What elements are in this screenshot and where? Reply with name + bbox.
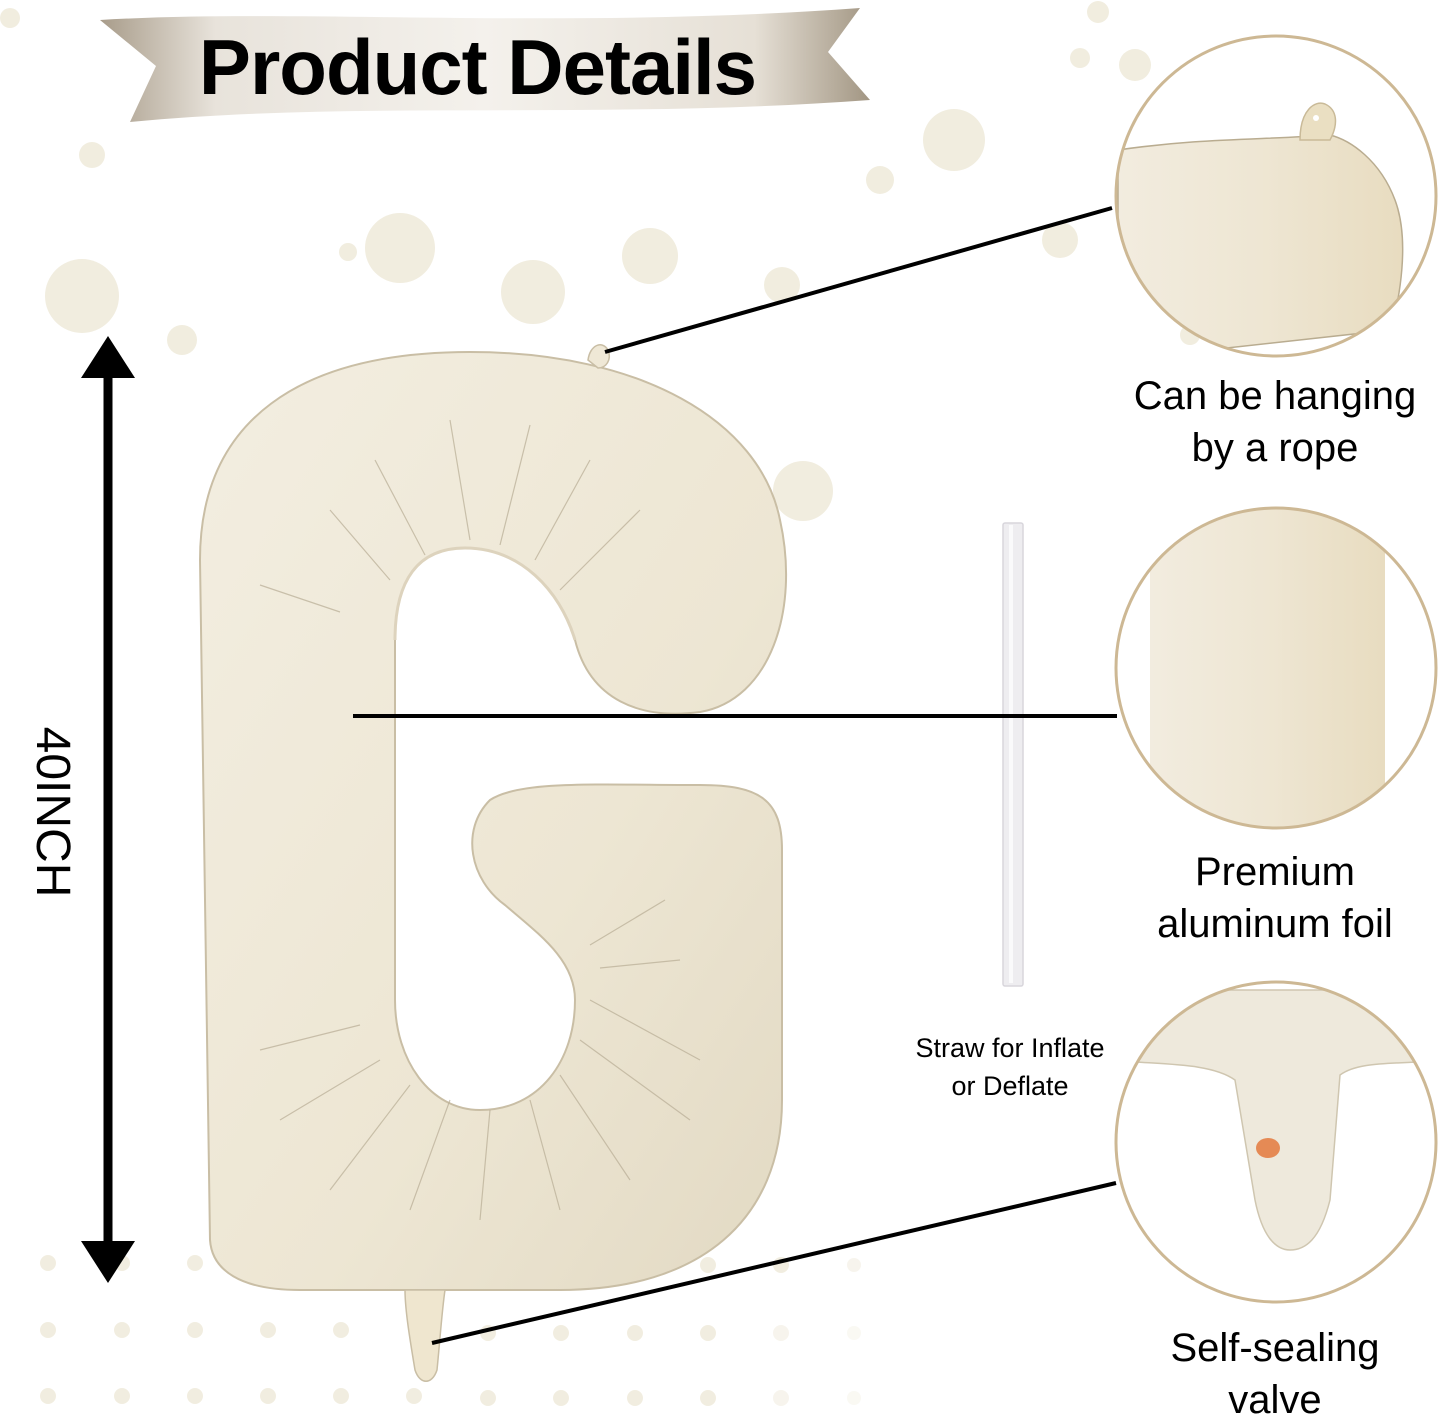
feature-caption-hanging: Can be hanging by a rope (1105, 370, 1445, 474)
hanging-tab-detail-image (1116, 36, 1436, 356)
feature-caption-line: aluminum foil (1157, 902, 1393, 946)
straw-caption: Straw for Inflate or Deflate (870, 1029, 1150, 1105)
feature-caption-line: Can be hanging (1133, 374, 1417, 418)
feature-caption-line: valve (1228, 1378, 1322, 1422)
feature-caption-material: Premium aluminum foil (1105, 846, 1445, 950)
straw-caption-line: Straw for Inflate (915, 1033, 1105, 1063)
straw-caption-line: or Deflate (951, 1071, 1069, 1101)
valve-detail-image (1116, 982, 1436, 1302)
feature-caption-valve: Self-sealing valve (1105, 1322, 1445, 1426)
feature-caption-line: by a rope (1191, 426, 1359, 470)
foil-surface-detail-image (1116, 508, 1436, 828)
page-title: Product Details (198, 23, 757, 111)
feature-caption-line: Self-sealing (1170, 1326, 1380, 1370)
feature-caption-line: Premium (1194, 850, 1356, 894)
